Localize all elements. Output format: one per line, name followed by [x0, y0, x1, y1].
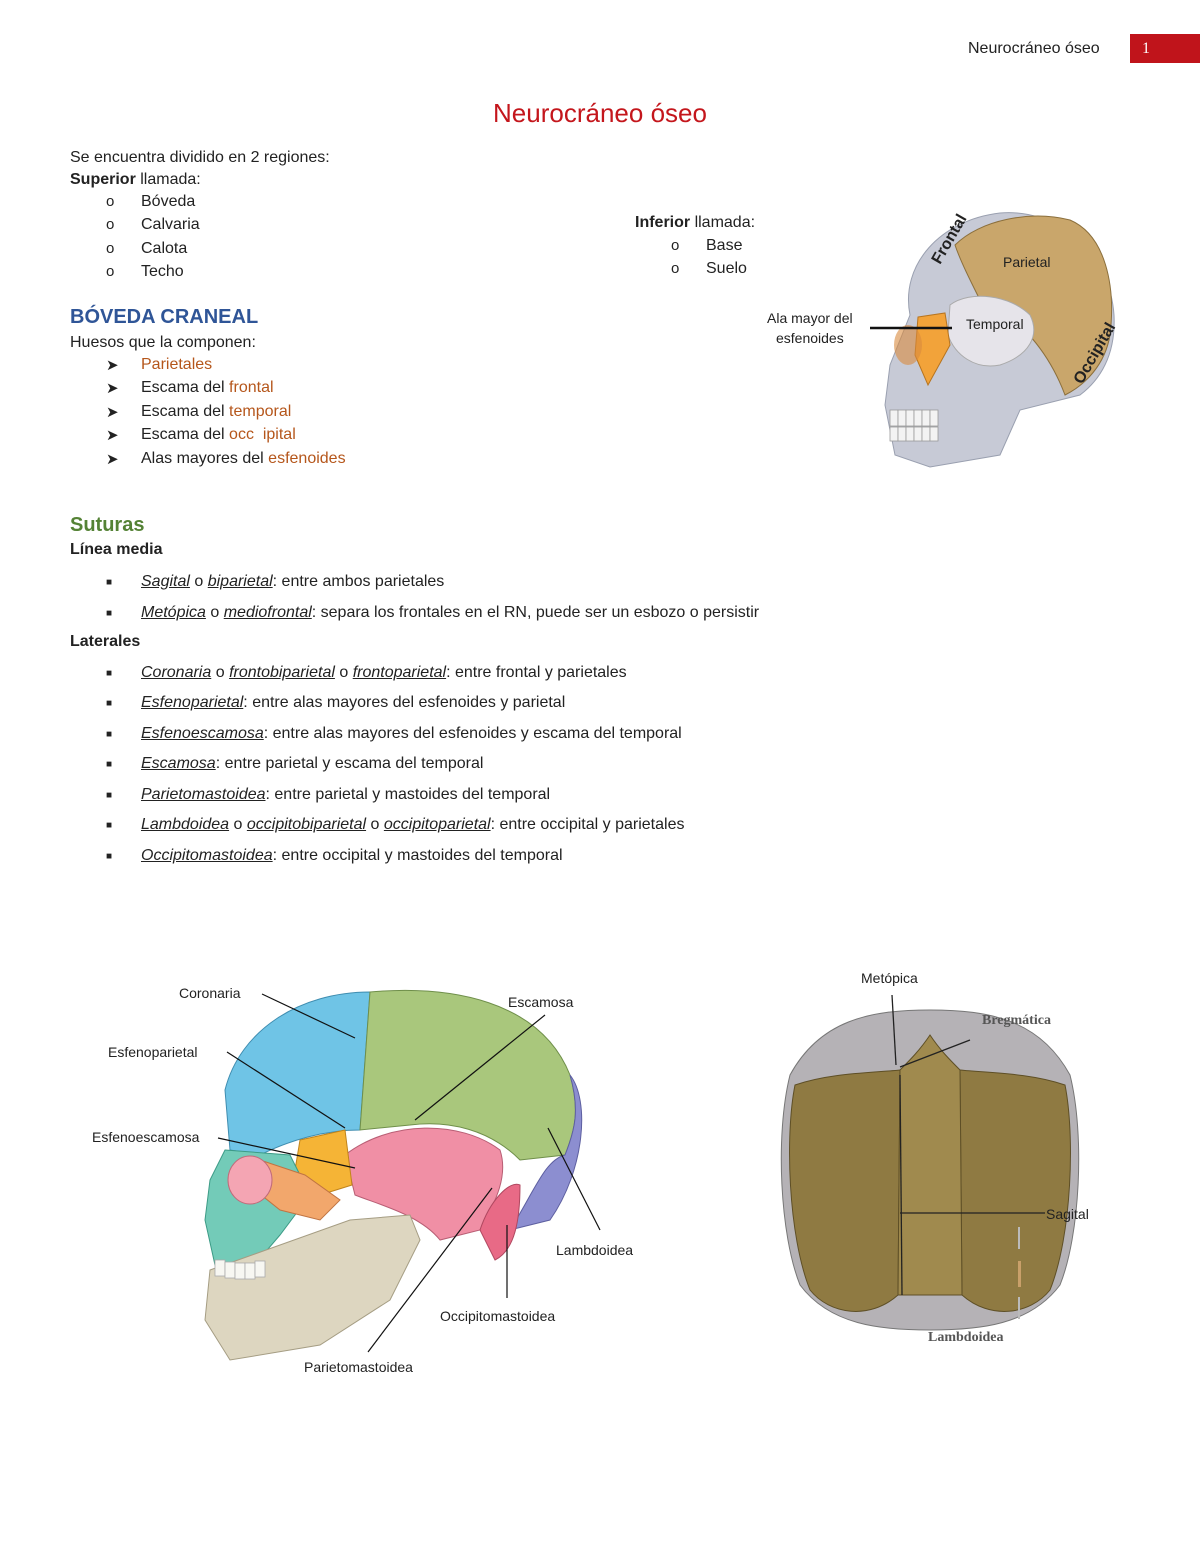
superior-label: Superior llamada:	[70, 171, 201, 189]
label-bregmatica: Bregmática	[982, 1013, 1051, 1028]
intro-text: Se encuentra dividido en 2 regiones:	[70, 149, 330, 166]
label-parietal: Parietal	[1003, 254, 1050, 270]
skull-top-figure	[780, 995, 1080, 1331]
boveda-heading: BÓVEDA CRANEAL	[70, 306, 259, 328]
label-esfenoescamosa: Esfenoescamosa	[92, 1129, 200, 1145]
boveda-list: ➤Parietales ➤Escama del frontal ➤Escama …	[106, 356, 346, 468]
skull-lateral-figure: Frontal Occipital Parietal Temporal	[870, 212, 1119, 468]
page-number: 1	[1130, 34, 1200, 63]
label-parietomastoidea: Parietomastoidea	[304, 1359, 413, 1375]
label-ala-mayor-1: Ala mayor del	[767, 310, 853, 326]
suturas-heading: Suturas	[70, 514, 145, 536]
page-title: Neurocráneo óseo	[493, 98, 707, 128]
label-esfenoparietal: Esfenoparietal	[108, 1044, 198, 1060]
linea-media-label: Línea media	[70, 541, 163, 558]
label-lambdoidea: Lambdoidea	[556, 1242, 634, 1258]
running-header: Neurocráneo óseo	[968, 40, 1100, 57]
superior-label-rest: llamada:	[135, 171, 201, 188]
label-escamosa: Escamosa	[508, 994, 574, 1010]
label-lambdoidea-top: Lambdoidea	[928, 1330, 1004, 1345]
superior-label-bold: Superior	[70, 171, 136, 188]
laterales-label: Laterales	[70, 633, 141, 650]
label-occipitomastoidea: Occipitomastoidea	[440, 1308, 556, 1324]
inferior-label: Inferior llamada:	[635, 214, 755, 232]
label-temporal: Temporal	[966, 316, 1024, 332]
boveda-subtitle: Huesos que la componen:	[70, 334, 256, 351]
label-sagital: Sagital	[1046, 1206, 1089, 1222]
linea-media-list: ■Sagital o biparietal: entre ambos parie…	[106, 573, 760, 621]
label-metopica: Metópica	[861, 970, 918, 986]
inferior-label-bold: Inferior	[635, 214, 691, 231]
laterales-list: ■Coronaria o frontobiparietal o frontopa…	[106, 664, 685, 864]
label-coronaria: Coronaria	[179, 985, 241, 1001]
skull-sutures-figure	[204, 989, 601, 1361]
inferior-label-rest: llamada:	[690, 214, 756, 231]
label-ala-mayor-2: esfenoides	[776, 330, 844, 346]
